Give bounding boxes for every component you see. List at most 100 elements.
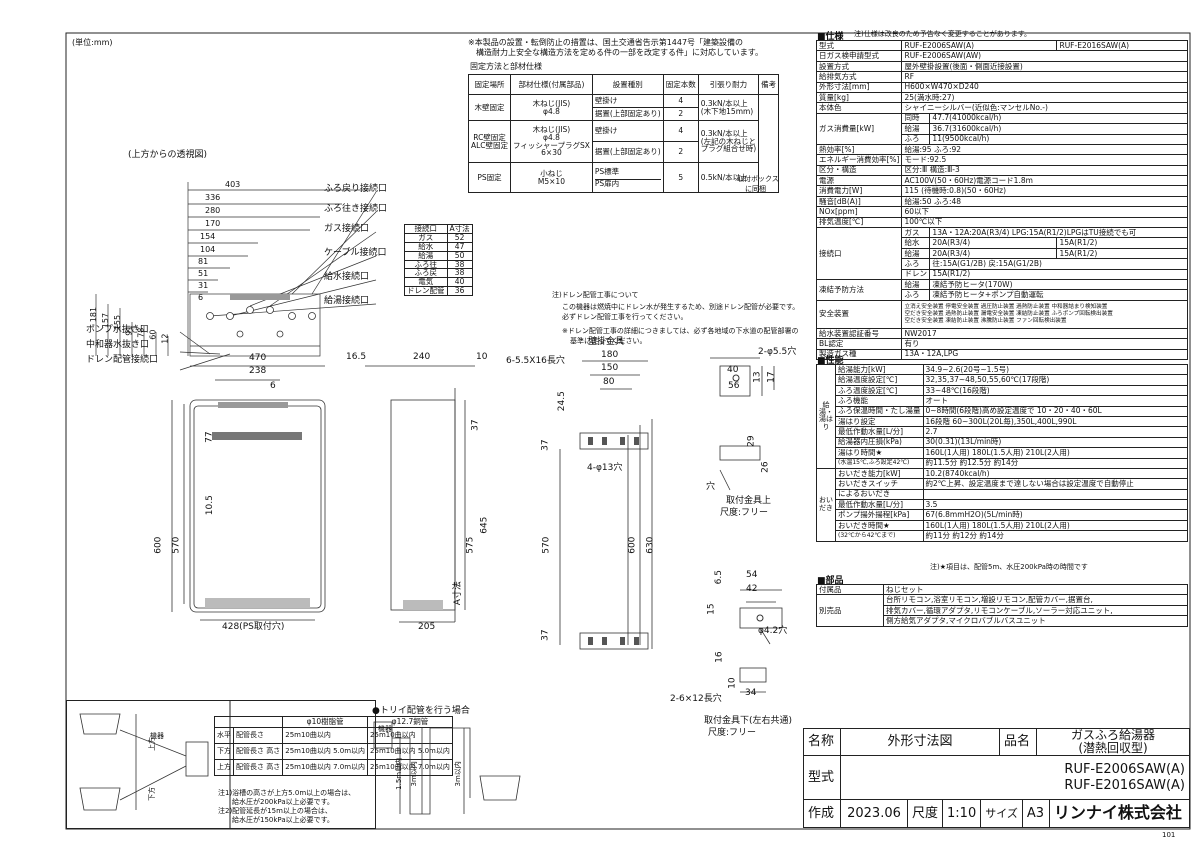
spec-key: BL認定 [815, 338, 903, 350]
spec-subkey: 給湯 [901, 247, 931, 260]
spec-key: 設置方式 [815, 60, 903, 73]
spec-value: 凍結予防ヒータ+ポンプ自動運転 [929, 289, 1188, 301]
dim-6: 6 [198, 293, 204, 302]
drain-note: 必ずドレン配管工事を行ってください。 [562, 313, 688, 321]
fixing-place: ALC壁固定 [471, 140, 509, 150]
perf-title: ■性能 [817, 356, 844, 366]
dim-154: 154 [200, 232, 216, 241]
conn-value: 38 [446, 268, 473, 279]
top-view-drawing [95, 182, 377, 371]
front-dim-600: 600 [153, 536, 164, 554]
perf-value: 160L(1人用) 180L(1.5人用) 210L(2人用) [922, 519, 1188, 532]
spec-value: モード:92.5 [901, 154, 1188, 166]
front-dim-470: 470 [249, 353, 267, 363]
perf-value: 34.9~2.6(20号~1.5号) [922, 363, 1188, 376]
dim-104: 104 [200, 245, 216, 254]
pipe-cell: 配管長さ [232, 727, 284, 744]
spec-value: シャイニーシルバー(近似色:マンセルNo.-) [901, 102, 1188, 114]
spec-key: 外形寸法[mm] [815, 81, 903, 93]
perf-value [922, 488, 1188, 501]
title-block: 名称 外形寸法図 品名 ガスふろ給湯器(潜熱回収型) 型式 RUF-E2006S… [803, 727, 1190, 801]
pipe-cell: 25m10曲以内 7.0m以内 [282, 759, 369, 776]
bracket-dim-150: 150 [601, 363, 619, 373]
spec-key: 本体色 [815, 102, 903, 114]
tb-size-label: サイズ [980, 799, 1023, 828]
fixing-table: 固定場所 部材仕様(付属部品) 設置種別 固定本数 引張り耐力 備考 木壁固定 … [467, 74, 780, 193]
conn-header: A寸法 [446, 224, 473, 234]
lower-dim-34: 34 [745, 688, 757, 698]
fixing-note: に同梱 [745, 185, 766, 193]
label-bath-supply: ふろ往き接続口 [324, 204, 388, 214]
spec-key: 凍結予防方法 [815, 278, 903, 301]
fixing-spec: 木ねじ(JIS) [532, 98, 571, 108]
side-dim-240: 240 [413, 352, 431, 362]
spec-value: RUF-E2006SAW(AW) [901, 50, 1188, 62]
drain-note: 注)ドレン配管工事について [552, 291, 639, 299]
front-dim-570: 570 [171, 536, 182, 554]
page-number: 101 [1162, 831, 1176, 839]
fixing-place: RC壁固定 [473, 132, 506, 142]
spec-key: 日ガス検申請型式 [815, 50, 903, 62]
fixing-note: 取付ボックス [737, 175, 779, 183]
drain-note: この機器は燃焼中にドレン水が発生するため、別途ドレン配管が必要です。 [562, 303, 800, 311]
front-dim-10-5: 10.5 [204, 495, 215, 516]
lower-dim-hole: φ4.2穴 [758, 626, 788, 636]
dim-60: 60 [148, 329, 158, 340]
safety-line: 空だき安全装置 凍結防止装置 沸騰防止装置 ファン回転検出装置 [904, 317, 1067, 324]
spec-subkey: 給水 [901, 237, 931, 249]
conn-value: 50 [446, 250, 473, 261]
perf-key: (水温15℃,ふろ設定42℃) [835, 457, 924, 469]
spec-value: 47.7(41000kcal/h) [929, 112, 1188, 125]
spec-key: 接続口 [815, 227, 903, 280]
perf-key: (32℃から42℃まで) [835, 530, 924, 542]
perf-key: おいだきスイッチ [835, 478, 924, 490]
trap-title: ●トリイ配管を行う場合 [372, 706, 470, 716]
front-view-drawing [171, 365, 326, 621]
spec-key: 型式 [815, 39, 903, 52]
spec-key: 消費電力[W] [815, 185, 903, 197]
dim-403: 403 [225, 180, 241, 189]
drain-note: ※ドレン配管工事の詳細につきましては、必ず各地域の下水道の配管部署の [562, 327, 799, 335]
trap-h1: 1.5m以内 [395, 757, 404, 790]
top-note-line1: ※本製品の設置・転倒防止の措置は、国土交通省告示第1447号「建築設備の [468, 38, 744, 47]
spec-note: 注)仕様は改良のため予告なく変更することがあります。 [854, 30, 1032, 38]
perf-table: 給湯・湯はり給湯能力[kW]34.9~2.6(20号~1.5号) 給湯温度設定[… [816, 363, 1188, 542]
spec-subkey: ふろ [901, 133, 931, 145]
perf-value: 約2℃上昇、設定温度まで達しない場合は設定温度で自動停止 [922, 478, 1188, 490]
perf-group: おいだき [816, 467, 836, 542]
bracket-dim-630: 630 [645, 536, 656, 554]
safety-line: 立消え安全装置 停電安全装置 過圧防止装置 過熱防止装置 中和器詰まり検知装置 [904, 303, 1108, 310]
conn-value: 40 [446, 277, 473, 288]
conn-name: 給水 [404, 241, 448, 252]
perf-value: 32,35,37~48,50,55,60℃(17段階) [922, 374, 1188, 386]
spec-key: 騒音[dB(A)] [815, 195, 903, 208]
bracket-dim-600: 600 [627, 536, 638, 554]
conn-name: 給湯 [404, 250, 448, 261]
tb-made-value: 2023.06 [840, 799, 908, 828]
perf-key: 給湯器内圧損(kPa) [835, 436, 924, 449]
perf-key: ポンプ揚外揚程[kPa] [835, 509, 924, 521]
unit-label: (単位:mm) [72, 38, 113, 47]
fixing-kind: PS標準 [594, 166, 620, 176]
lower-dim-54: 54 [746, 570, 758, 580]
spec-key: NOx[ppm] [815, 206, 903, 218]
spec-value: 36.7(31600kcal/h) [929, 123, 1188, 135]
conn-header: 接続口 [404, 224, 448, 234]
pipe-note: 給水圧が200kPa以上必要です。 [232, 798, 334, 806]
dim-81: 81 [198, 257, 209, 266]
dim-12: 12 [160, 333, 170, 344]
fixing-header: 設置種別 [591, 74, 664, 95]
upper-fixture-drawing [710, 357, 775, 491]
dim-280: 280 [205, 206, 221, 215]
parts-key: 別売品 [816, 594, 884, 627]
fixing-kind: 据置(上部固定あり) [591, 107, 664, 121]
tb-model-label: 型式 [803, 755, 841, 801]
spec-value: H600×W470×D240 [901, 81, 1188, 93]
spec-value: RUF-E2016SAW(A) [1056, 39, 1188, 52]
spec-value: 15A(R1/2) [1056, 247, 1188, 260]
upper-dim-26: 26 [760, 461, 771, 473]
tb-name-label: 名称 [803, 727, 841, 757]
perf-key: 最低作動水量[L/分] [835, 426, 924, 438]
spec-value: 15A(R1/2) [1056, 237, 1188, 249]
